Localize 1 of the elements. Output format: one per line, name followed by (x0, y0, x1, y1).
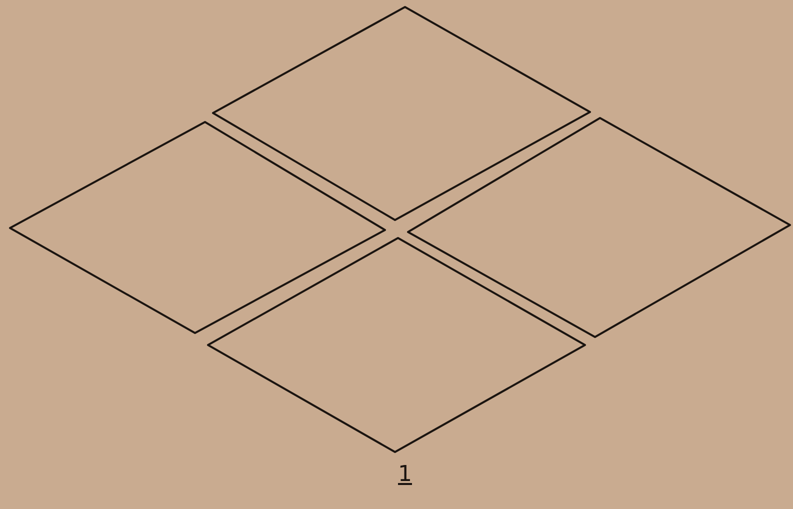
figure-number: 1 (398, 462, 412, 488)
